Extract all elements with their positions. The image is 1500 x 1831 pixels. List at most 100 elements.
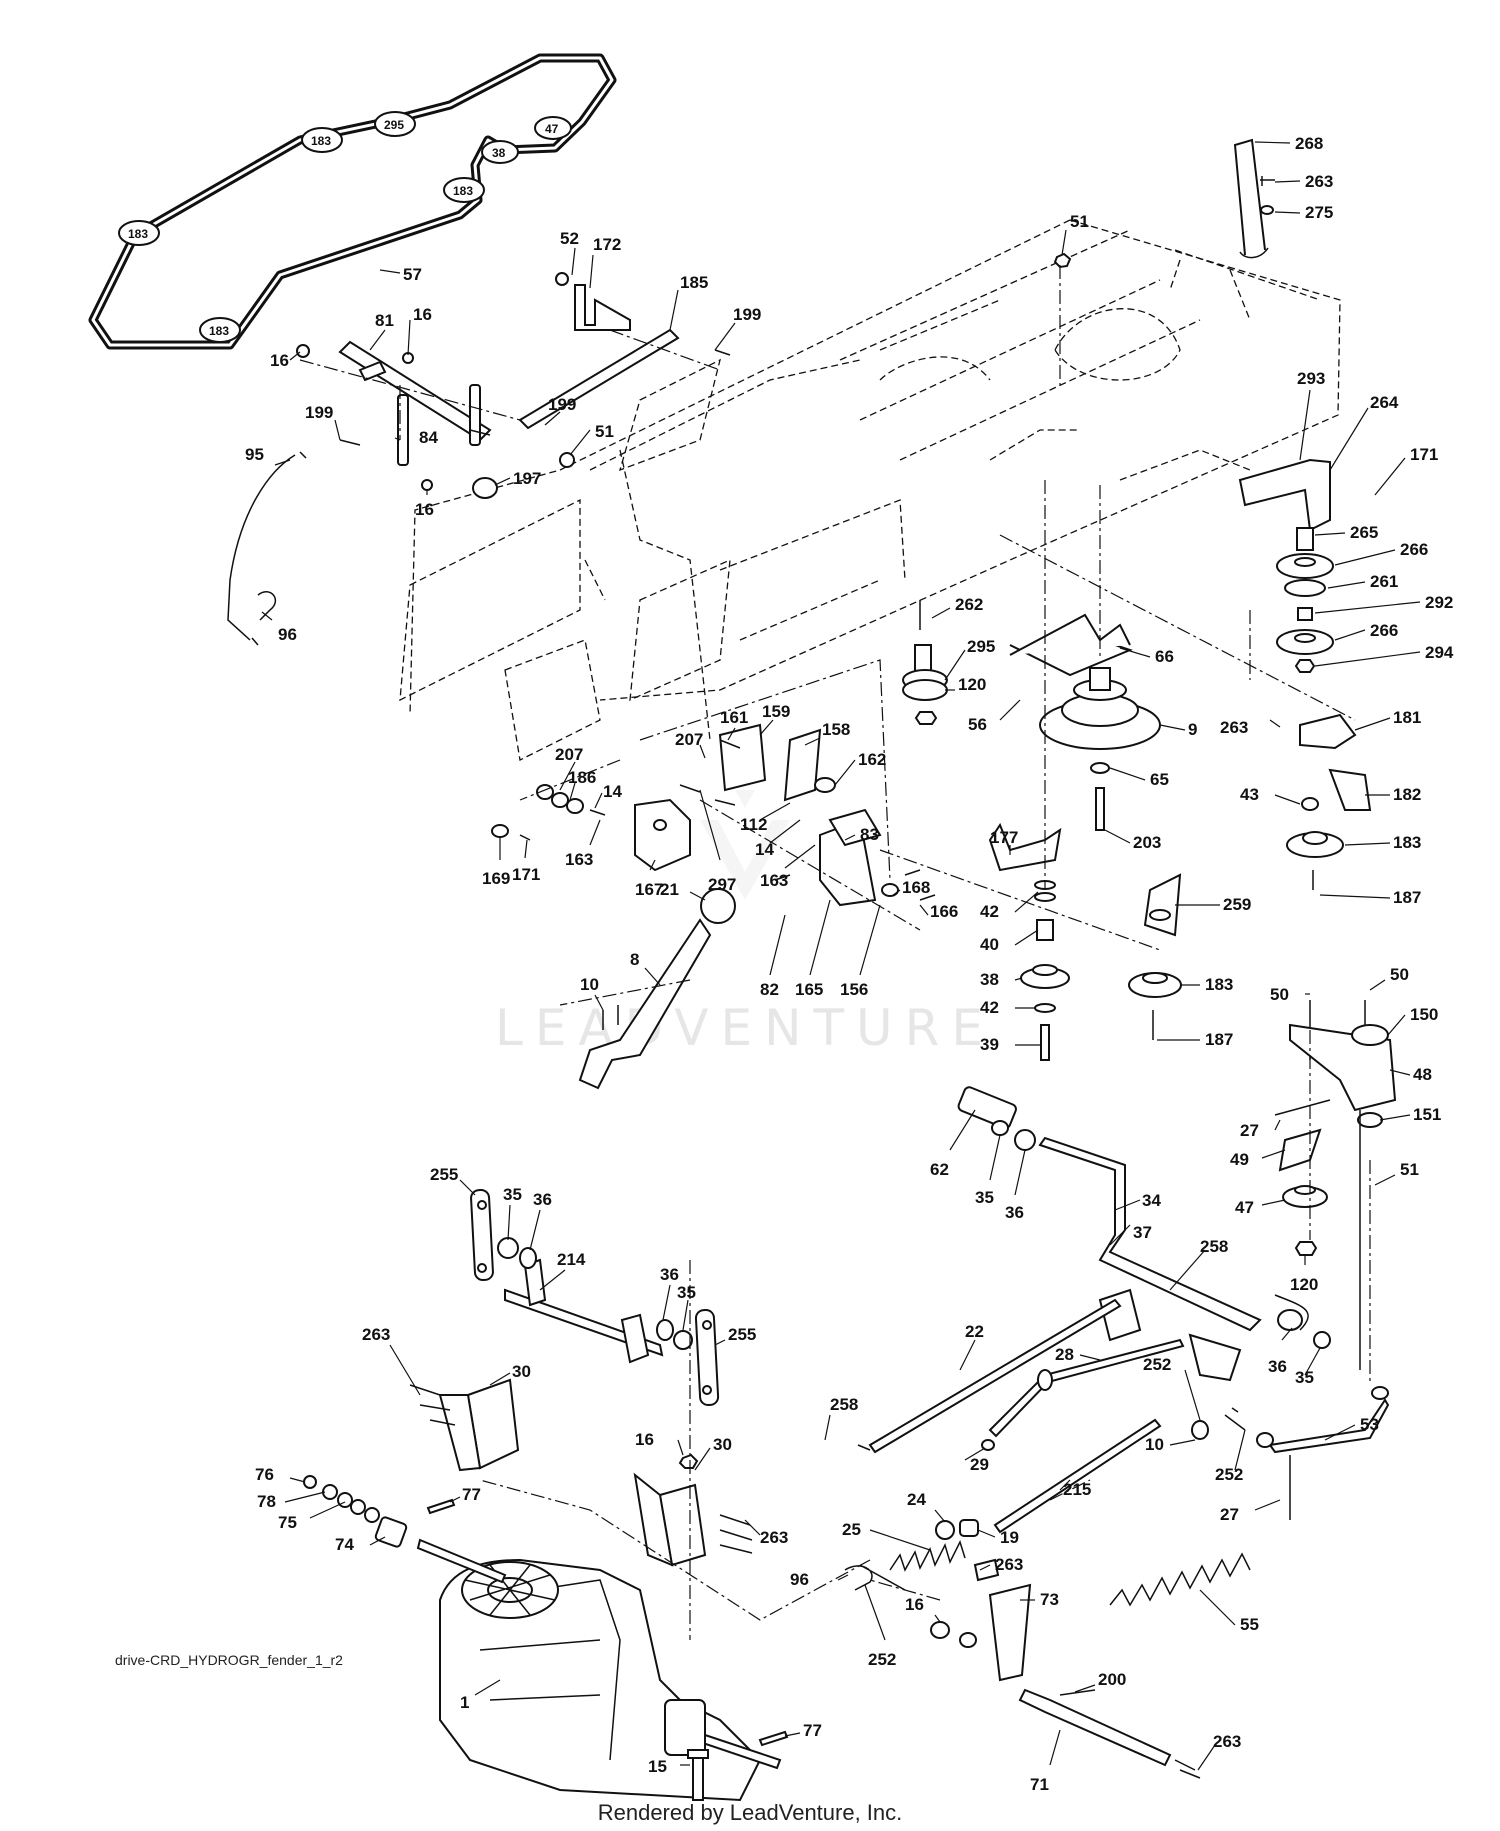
svg-text:50: 50 <box>1270 985 1289 1004</box>
svg-text:39: 39 <box>980 1035 999 1054</box>
callout: 185 <box>669 273 708 331</box>
drive-belt <box>88 53 617 350</box>
shift-lever-8 <box>578 918 712 1090</box>
bracket-258 <box>1098 1288 1331 1382</box>
callout: 43 <box>1240 785 1301 805</box>
svg-text:169: 169 <box>482 869 510 888</box>
pulley-183-a: 183 <box>301 127 343 153</box>
svg-text:183: 183 <box>1393 833 1421 852</box>
svg-text:112: 112 <box>740 815 767 834</box>
callout: 52 <box>560 229 579 276</box>
callout: 150 <box>1387 1005 1438 1036</box>
callout: 50 <box>1369 965 1409 991</box>
bolt-15 <box>687 1749 709 1801</box>
svg-text:49: 49 <box>1230 1150 1249 1169</box>
idler-183-right <box>1286 831 1344 890</box>
callout: 53 <box>1324 1415 1379 1441</box>
callout: 258 <box>824 1395 858 1441</box>
callout: 96 <box>790 1570 849 1589</box>
bolts-297 <box>679 739 741 806</box>
svg-text:10: 10 <box>580 975 599 994</box>
svg-text:37: 37 <box>1133 1223 1152 1242</box>
rod-28 <box>981 1338 1185 1451</box>
callout: 165 <box>795 899 831 999</box>
callout: 199 <box>714 305 761 351</box>
callout: 96 <box>261 611 297 644</box>
callout: 36 <box>1268 1327 1293 1376</box>
svg-text:171: 171 <box>1410 445 1438 464</box>
rod-53 <box>1256 1386 1390 1520</box>
callout: 203 <box>1104 829 1161 852</box>
callout: 49 <box>1230 1149 1286 1169</box>
shaft-34 <box>957 1086 1262 1332</box>
svg-text:294: 294 <box>1425 643 1454 662</box>
svg-text:16: 16 <box>415 500 434 519</box>
svg-text:36: 36 <box>1005 1203 1024 1222</box>
svg-text:268: 268 <box>1295 134 1323 153</box>
svg-text:76: 76 <box>255 1465 274 1484</box>
svg-text:35: 35 <box>975 1188 994 1207</box>
svg-text:40: 40 <box>980 935 999 954</box>
svg-text:34: 34 <box>1142 1191 1161 1210</box>
svg-text:95: 95 <box>245 445 264 464</box>
svg-text:183: 183 <box>453 184 473 198</box>
svg-text:15: 15 <box>648 1757 667 1776</box>
callout: 28 <box>1055 1345 1101 1364</box>
svg-text:171: 171 <box>512 865 540 884</box>
callout: 199 <box>305 403 341 441</box>
callout: 120 <box>945 675 986 694</box>
callout: 81 <box>369 311 394 351</box>
callout: 35 <box>677 1283 696 1331</box>
svg-text:28: 28 <box>1055 1345 1074 1364</box>
callout: 263 <box>1197 1732 1241 1771</box>
callout: 34 <box>1114 1191 1161 1211</box>
callout: 171 <box>1374 445 1438 496</box>
callout: 73 <box>1020 1590 1059 1609</box>
callout: 15 <box>648 1757 690 1776</box>
callout: 264 <box>1329 393 1399 471</box>
callout: 187 <box>1157 1030 1233 1049</box>
bracket-172 <box>574 284 631 331</box>
diagram-name: drive-CRD_HYDROGR_fender_1_r2 <box>115 1652 343 1668</box>
svg-text:73: 73 <box>1040 1590 1059 1609</box>
callout: 83 <box>844 825 879 844</box>
svg-text:56: 56 <box>968 715 987 734</box>
callout: 200 <box>1074 1670 1126 1693</box>
bracket-165 <box>819 808 882 907</box>
callout: 37 <box>1109 1223 1152 1246</box>
callout: 27 <box>1240 1119 1281 1140</box>
idler-bracket-262 <box>902 600 948 725</box>
svg-text:158: 158 <box>822 720 850 739</box>
callout: 38 <box>980 970 1023 989</box>
svg-text:264: 264 <box>1370 393 1399 412</box>
watermark-text: LEADVENTURE <box>495 999 995 1057</box>
callout: 10 <box>580 975 604 1011</box>
svg-text:36: 36 <box>660 1265 679 1284</box>
transaxle-1 <box>416 1538 782 1802</box>
callout: 159 <box>759 702 790 736</box>
svg-text:14: 14 <box>755 840 774 859</box>
callout: 51 <box>569 422 614 456</box>
svg-text:295: 295 <box>967 637 995 656</box>
callout: 297 <box>699 789 736 894</box>
svg-text:161: 161 <box>720 708 748 727</box>
svg-text:263: 263 <box>1305 172 1333 191</box>
pulley-stack-right <box>1276 527 1334 673</box>
svg-text:162: 162 <box>858 750 886 769</box>
callout: 56 <box>968 699 1021 734</box>
callout: 258 <box>1169 1237 1228 1291</box>
knob-21 <box>700 888 736 924</box>
svg-text:9: 9 <box>1188 720 1197 739</box>
keys-77 <box>426 1498 789 1747</box>
svg-text:51: 51 <box>1400 1160 1419 1179</box>
rod-27-right <box>1274 1099 1361 1370</box>
callout: 268 <box>1254 134 1323 153</box>
rod-268 <box>1233 138 1269 259</box>
svg-text:75: 75 <box>278 1513 297 1532</box>
assembly-guide-lines <box>299 265 1371 1640</box>
pulley-183-b: 183 <box>443 177 485 203</box>
svg-text:197: 197 <box>513 469 541 488</box>
callout: 57 <box>379 265 422 284</box>
svg-text:215: 215 <box>1063 1480 1091 1499</box>
callout: 16 <box>270 351 301 370</box>
